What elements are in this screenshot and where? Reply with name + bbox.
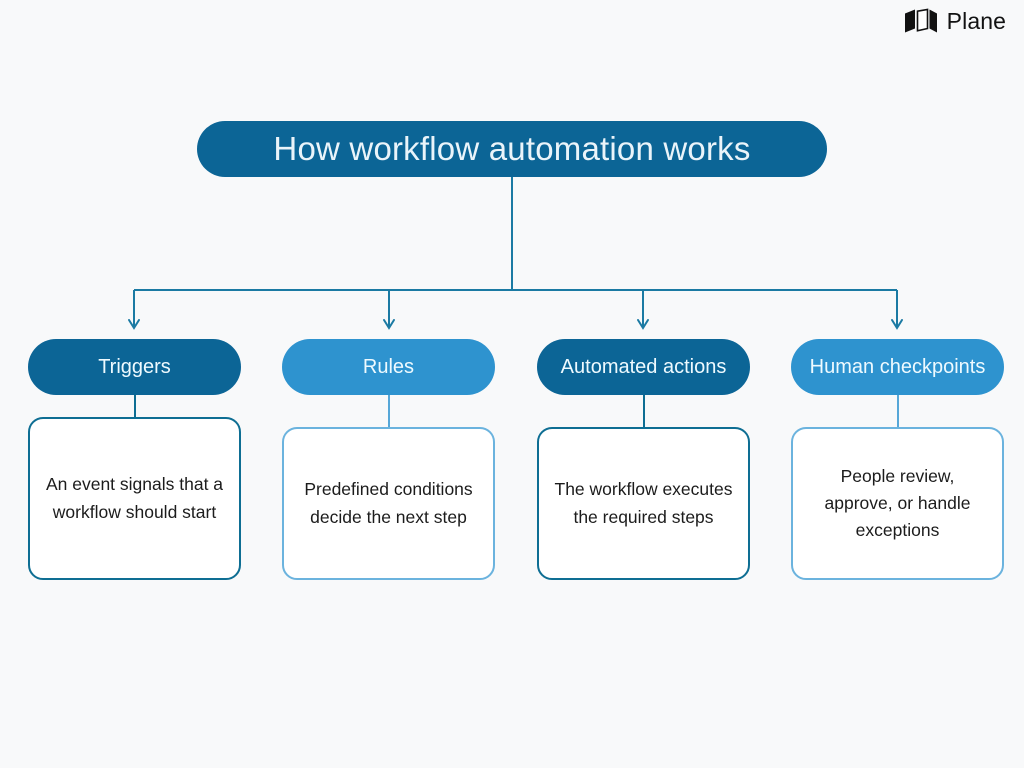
brand-logo: Plane [904,8,1006,34]
node-pill-automated-actions[interactable]: Automated actions [537,339,750,395]
node-stem-2 [387,395,390,427]
flow-column-human-checkpoints: Human checkpoints People review, approve… [791,339,1004,580]
node-description: Predefined conditions decide the next st… [304,479,473,527]
node-card-automated-actions: The workflow executes the required steps [537,427,750,580]
flow-column-automated-actions: Automated actions The workflow executes … [537,339,750,580]
node-label: Rules [362,355,415,378]
node-stem-4 [896,395,899,427]
node-description: An event signals that a workflow should … [45,474,224,522]
node-card-human-checkpoints: People review, approve, or handle except… [791,427,1004,580]
node-description: The workflow executes the required steps [554,479,733,527]
arrowhead-3 [637,319,649,330]
arrowhead-2 [383,319,395,330]
node-label: Triggers [98,355,171,378]
flow-column-rules: Rules Predefined conditions decide the n… [282,339,495,580]
node-card-triggers: An event signals that a workflow should … [28,417,241,580]
plane-logo-icon [904,8,937,33]
arrowhead-4 [891,319,903,330]
arrowhead-1 [128,319,140,330]
node-label: Automated actions [560,355,727,378]
node-description: People review, approve, or handle except… [824,465,971,541]
node-stem-3 [642,395,645,427]
node-label: Human checkpoints [809,355,986,378]
diagram-title: How workflow automation works [197,121,827,177]
node-stem-1 [133,395,136,417]
brand-name: Plane [946,7,1006,34]
flow-column-triggers: Triggers An event signals that a workflo… [28,339,241,580]
node-pill-triggers[interactable]: Triggers [28,339,241,395]
diagram-title-text: How workflow automation works [273,130,751,167]
node-pill-human-checkpoints[interactable]: Human checkpoints [791,339,1004,395]
node-pill-rules[interactable]: Rules [282,339,495,395]
node-card-rules: Predefined conditions decide the next st… [282,427,495,580]
